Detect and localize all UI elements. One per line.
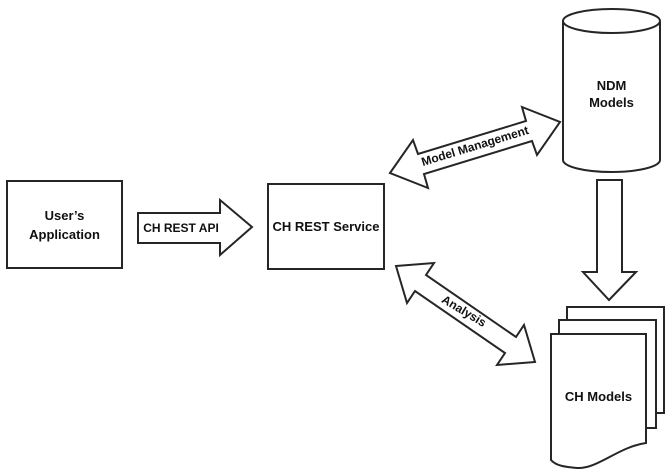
document-page-front [550,333,647,470]
model-management-arrow [388,105,562,190]
users-application-node: User’s Application [6,180,123,269]
ndm-models-label: NDM Models [589,78,634,110]
ch-models-label: CH Models [564,389,633,404]
users-application-label: User’s Application [29,207,100,242]
models-flow-arrow [580,179,639,302]
ch-rest-api-label: CH REST API [143,220,219,235]
analysis-arrow [394,261,537,367]
ndm-models-cylinder [562,8,661,173]
ch-rest-service-label: CH REST Service [272,218,380,234]
ch-rest-api-arrow [137,197,254,258]
ch-rest-service-node: CH REST Service [267,183,385,270]
cylinder-top [562,8,661,34]
ch-models-documents [550,306,665,470]
cylinder-body [562,21,661,173]
